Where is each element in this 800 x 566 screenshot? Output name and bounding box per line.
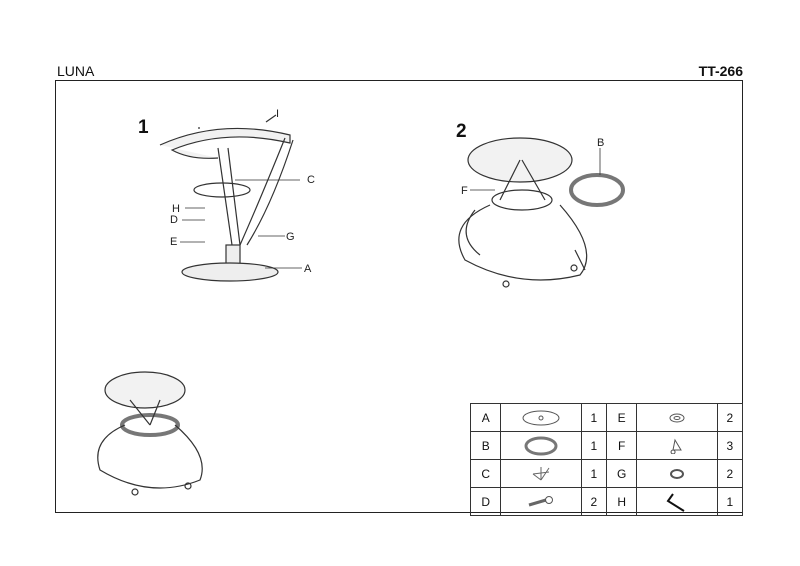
allen-key-icon [666, 492, 685, 512]
part-letter: G [605, 459, 638, 488]
bolt-icon [528, 495, 554, 506]
part-letter: C [469, 459, 502, 488]
step-1-number: 1 [138, 117, 149, 138]
step-2-drawing: 2 B F [456, 121, 625, 288]
part-qty: 1 [580, 403, 607, 432]
base-disc-icon [522, 410, 560, 425]
washer-icon [669, 413, 685, 422]
product-name: LUNA [57, 63, 95, 79]
part-letter: D [469, 487, 502, 516]
label-D: D [170, 214, 178, 226]
assembled-table-drawing [97, 371, 203, 496]
parts-table: A 1 E 2 B 1 F 3 C 1 G 2 D 2 H 1 [469, 403, 744, 516]
label-H: H [172, 203, 180, 215]
part-qty: 3 [716, 431, 744, 460]
table-row: D 2 H 1 [469, 487, 744, 516]
label-B: B [597, 137, 604, 149]
label-E: E [170, 236, 177, 248]
label-G: G [286, 231, 295, 243]
table-row: C 1 G 2 [469, 459, 744, 488]
label-F: F [461, 185, 468, 197]
part-qty: 2 [716, 459, 744, 488]
table-row: B 1 F 3 [469, 431, 744, 460]
label-C: C [307, 174, 315, 186]
part-qty: 1 [716, 487, 744, 516]
table-row: A 1 E 2 [469, 403, 744, 432]
step-2-number: 2 [456, 121, 467, 142]
part-letter: F [605, 431, 638, 460]
part-qty: 1 [580, 431, 607, 460]
instruction-frame [55, 80, 743, 513]
step-1-drawing: 1 I C H D E G A [138, 108, 315, 282]
part-qty: 2 [580, 487, 607, 516]
frame-icon [532, 466, 550, 480]
product-code: TT-266 [698, 63, 743, 79]
part-letter: E [605, 403, 638, 432]
part-qty: 1 [580, 459, 607, 488]
part-letter: A [469, 403, 502, 432]
part-letter: H [605, 487, 638, 516]
part-qty: 2 [716, 403, 744, 432]
label-A: A [304, 263, 312, 275]
label-I: I [276, 108, 279, 120]
part-letter: B [469, 431, 502, 460]
ring-icon [524, 436, 558, 455]
glass-holder-icon [670, 438, 682, 454]
spring-washer-icon [669, 468, 684, 479]
